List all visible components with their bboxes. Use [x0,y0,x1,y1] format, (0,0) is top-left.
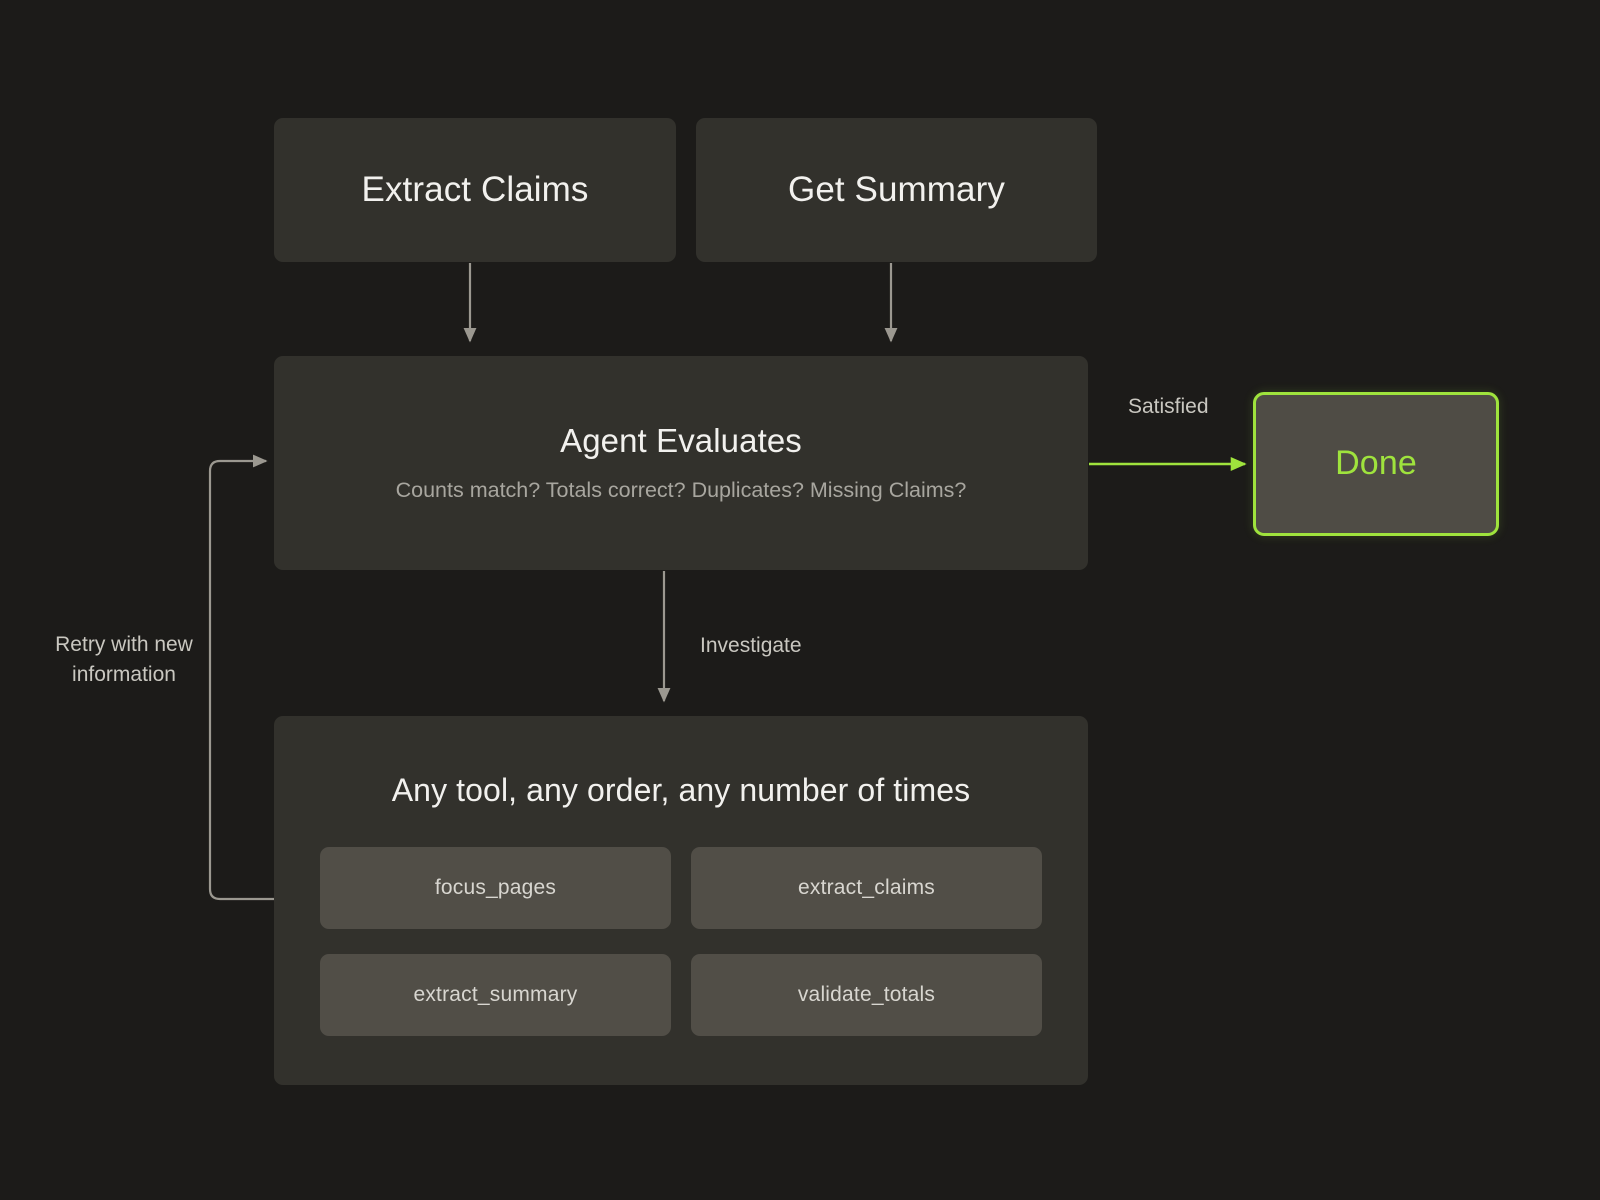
edge-label-investigate: Investigate [700,634,802,657]
tool-chip-focus-pages[interactable]: focus_pages [320,846,671,929]
edge-label-satisfied: Satisfied [1128,395,1209,418]
edge-tools-to-agent-retry [208,454,274,901]
tool-grid: focus_pages extract_claims extract_summa… [320,846,1042,1036]
node-done[interactable]: Done [1253,392,1499,536]
node-get-summary[interactable]: Get Summary [696,118,1097,262]
node-agent-evaluates[interactable]: Agent Evaluates Counts match? Totals cor… [274,356,1088,570]
tool-chip-validate-totals[interactable]: validate_totals [691,953,1042,1036]
tool-chip-extract-claims[interactable]: extract_claims [691,846,1042,929]
node-tools-title: Any tool, any order, any number of times [391,772,971,808]
node-tools-panel: Any tool, any order, any number of times… [274,716,1088,1085]
node-done-title: Done [1335,444,1417,483]
tool-chip-extract-summary[interactable]: extract_summary [320,953,671,1036]
node-agent-evaluates-title: Agent Evaluates [560,422,802,460]
node-extract-claims-title: Extract Claims [361,169,589,209]
node-agent-evaluates-subtitle: Counts match? Totals correct? Duplicates… [395,478,967,503]
node-extract-claims[interactable]: Extract Claims [274,118,676,262]
edge-label-retry: Retry with new information [55,633,193,687]
node-get-summary-title: Get Summary [788,169,1005,209]
